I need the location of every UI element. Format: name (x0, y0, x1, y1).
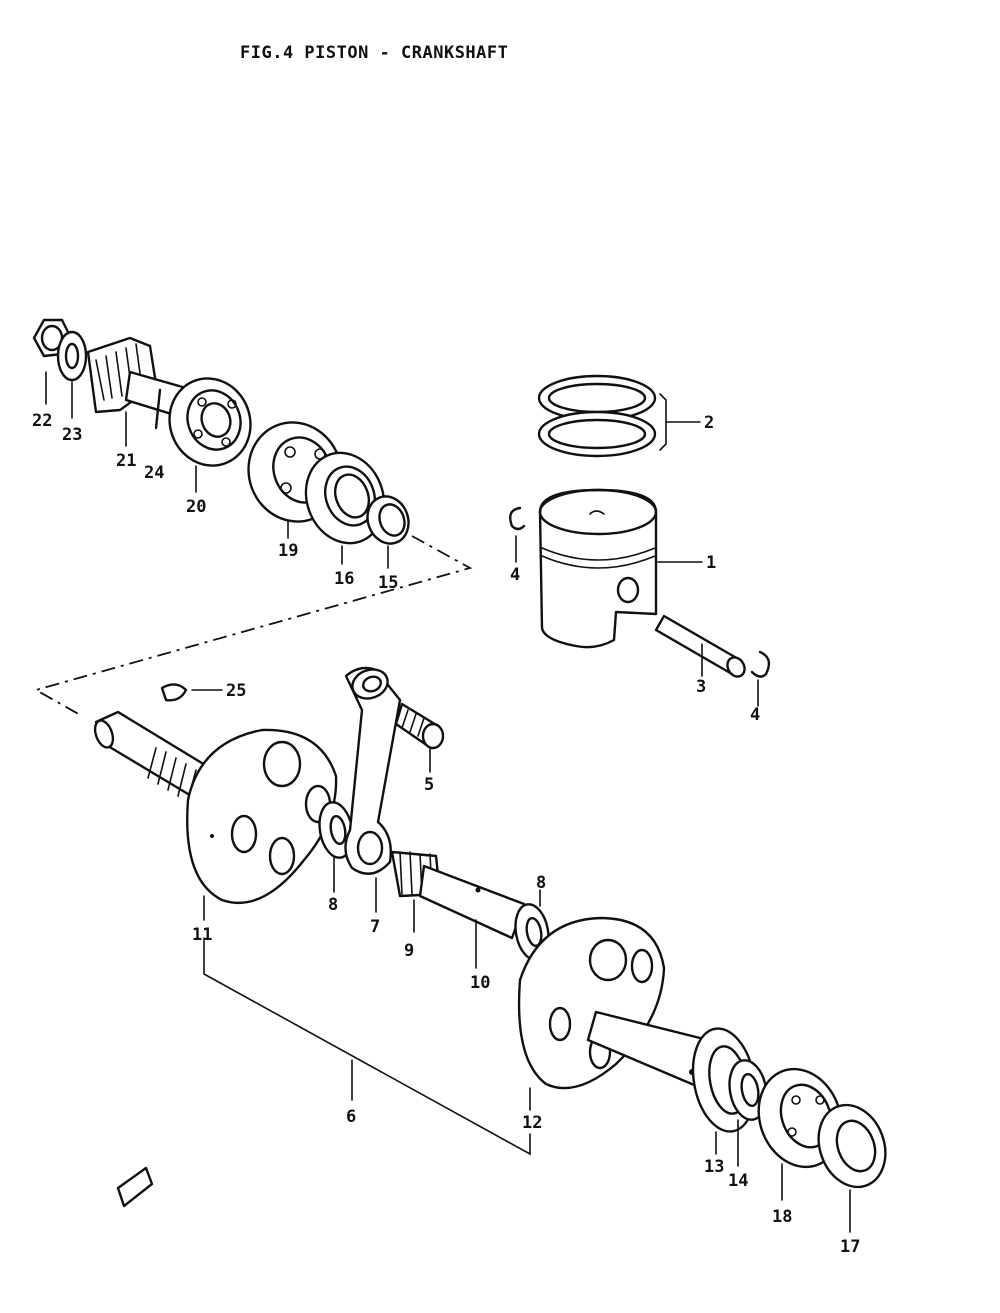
callout-23: 23 (62, 425, 82, 445)
seal-16 (304, 451, 386, 545)
callout-15: 15 (378, 573, 398, 593)
callout-3: 3 (696, 677, 706, 697)
callout-25: 25 (226, 681, 246, 701)
crank-web-11 (186, 728, 338, 905)
callout-9: 10 (470, 973, 490, 993)
callout-17: 17 (840, 1237, 860, 1257)
piston-rings-2 (537, 374, 701, 458)
assembly-bracket (203, 937, 531, 1156)
callout-1: 1 (706, 553, 716, 573)
alignment-line (33, 535, 473, 717)
washer-23-shape (56, 330, 88, 382)
callout-16: 16 (334, 569, 354, 589)
callout-14: 14 (728, 1171, 748, 1191)
small-end-bearing-5 (394, 702, 445, 773)
direction-mark-icon (116, 1166, 154, 1208)
callout-20: 20 (186, 497, 206, 517)
circlip-4 (509, 506, 771, 707)
figure-title: FIG.4 PISTON - CRANKSHAFT (240, 43, 508, 63)
piston-1 (538, 488, 703, 649)
callout-7: 7 (370, 917, 380, 937)
callout-5: 5 (424, 775, 434, 795)
crank-pin-9 (418, 864, 526, 969)
piston-pin-3 (654, 614, 746, 678)
callout-19: 19 (278, 541, 298, 561)
callout-8-right: 8 (536, 873, 546, 893)
ring-15 (366, 495, 410, 545)
callout-10: 9 (404, 941, 414, 961)
callout-8-left: 8 (328, 895, 338, 915)
bearing-20 (168, 377, 252, 467)
callout-4-right: 4 (750, 705, 760, 725)
callout-18: 18 (772, 1207, 792, 1227)
callout-6: 6 (346, 1107, 356, 1127)
spacer-14 (728, 1059, 768, 1121)
con-rod-7 (344, 666, 402, 875)
callout-21: 21 (116, 451, 136, 471)
callout-labels: 22 23 21 24 20 19 16 15 2 1 4 3 4 25 5 8… (32, 411, 860, 1257)
callout-2: 2 (704, 413, 714, 433)
key-25 (160, 683, 223, 702)
callout-11: 11 (192, 925, 212, 945)
callout-24: 24 (144, 463, 164, 483)
callout-4-left: 4 (510, 565, 520, 585)
leader-lines (45, 371, 851, 1233)
callout-22: 22 (32, 411, 52, 431)
callout-13: 13 (704, 1157, 724, 1177)
drive-gear-assembly (32, 318, 188, 430)
oil-seal-17 (817, 1103, 887, 1189)
callout-12: 12 (522, 1113, 542, 1133)
